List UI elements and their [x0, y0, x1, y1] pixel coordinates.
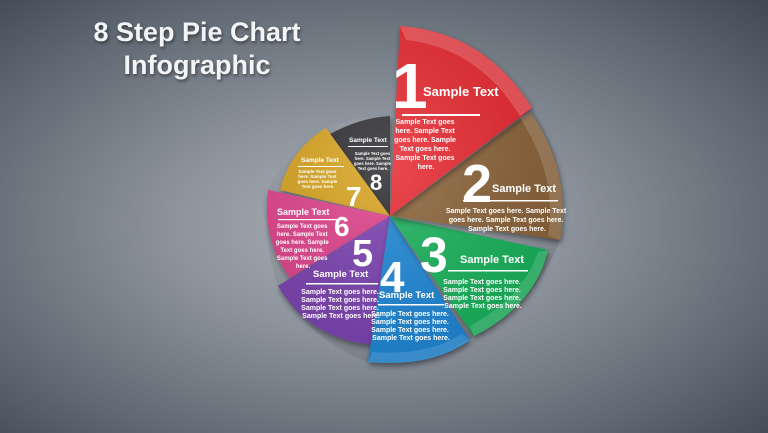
step-2-body-line: Sample Text goes here.: [468, 226, 546, 233]
step-1-body-line: Sample Text goes: [396, 119, 455, 126]
step-2-underline: [463, 200, 558, 202]
step-8-body-line: here. Sample Text: [355, 156, 391, 161]
step-6-number: 6: [334, 211, 350, 242]
step-1-body-line: here. Sample Text: [395, 128, 455, 135]
step-7-heading: Sample Text: [301, 157, 340, 164]
step-8-body-line: Sample Text goes: [355, 151, 391, 156]
step-2-body: Sample Text goes here. Sample Text goes …: [446, 208, 568, 233]
step-3-body-line: Sample Text goes here.: [443, 287, 521, 294]
step-1-body-line: here.: [418, 164, 435, 171]
step-3-underline: [448, 270, 528, 272]
step-5-body-line: Sample Text goes here.: [301, 305, 379, 312]
step-8-number: 8: [370, 170, 382, 195]
step-1-body-line: Sample Text goes: [396, 155, 455, 162]
slice-4-curl: [368, 334, 470, 364]
step-4-underline: [378, 304, 444, 306]
step-1-body: Sample Text goes here. Sample Text goes …: [394, 119, 458, 171]
step-1-body-line: Text goes here.: [400, 146, 451, 153]
slice-3-curl: [470, 250, 548, 336]
step-2-body-line: Sample Text goes here. Sample Text: [446, 208, 567, 215]
step-6-body-line: Sample Text goes: [277, 224, 328, 230]
step-8-body-line: Text goes here.: [358, 166, 388, 171]
step-6-body-line: Sample Text goes: [277, 256, 328, 262]
step-8-heading: Sample Text: [349, 137, 388, 144]
step-7-body-line: Sample Text goes: [298, 169, 336, 174]
title-line-2: Infographic: [123, 50, 271, 80]
slice-2-curl: [520, 112, 563, 240]
step-6-body-line: goes here. Sample: [276, 240, 330, 246]
step-3-heading: Sample Text: [460, 254, 524, 266]
step-4-body-line: Sample Text goes here.: [372, 335, 450, 342]
step-8-body: Sample Text goes here. Sample Text goes …: [354, 151, 392, 171]
step-7-body-line: goes here. Sample: [297, 179, 337, 184]
step-7-underline: [298, 166, 344, 167]
title-line-1: 8 Step Pie Chart: [93, 17, 301, 47]
step-6-body-line: here.: [296, 264, 311, 270]
step-6-underline: [278, 219, 338, 221]
step-8-body-line: goes here. Sample: [354, 161, 392, 166]
step-5-body-line: Sample Text goes here.: [302, 313, 380, 320]
step-8-underline: [348, 146, 388, 147]
step-6-heading: Sample Text: [277, 207, 329, 217]
step-7-body: Sample Text goes here. Sample Text goes …: [297, 169, 338, 189]
step-2-heading: Sample Text: [492, 183, 556, 195]
step-3-body-line: Sample Text goes here.: [443, 295, 521, 302]
step-4-body-line: Sample Text goes here.: [371, 311, 449, 318]
step-4-body-line: Sample Text goes here.: [371, 319, 449, 326]
step-1-heading: Sample Text: [423, 84, 499, 99]
step-1-body-line: goes here. Sample: [394, 137, 456, 144]
step-5-underline: [306, 283, 378, 285]
step-5-body-line: Sample Text goes here.: [301, 297, 379, 304]
step-2-body-line: goes here. Sample Text goes here.: [449, 217, 564, 224]
step-3-body-line: Sample Text goes here.: [444, 303, 522, 310]
step-2-number: 2: [462, 154, 492, 214]
step-7-body-line: here. Sample Text: [298, 174, 337, 179]
step-6-body-line: here. Sample Text: [277, 232, 328, 238]
step-1-number: 1: [392, 50, 428, 122]
step-4-number: 4: [380, 253, 405, 302]
step-4-heading: Sample Text: [379, 290, 435, 301]
step-5-heading: Sample Text: [313, 269, 369, 280]
step-4-body-line: Sample Text goes here.: [371, 327, 449, 334]
step-5-number: 5: [352, 233, 373, 275]
step-7-number: 7: [346, 181, 362, 212]
step-5-body-line: Sample Text goes here.: [301, 289, 379, 296]
step-4-body: Sample Text goes here. Sample Text goes …: [371, 311, 451, 342]
step-6-body-line: Text goes here.: [280, 248, 324, 254]
slice-1-curl: [400, 26, 532, 116]
step-1-underline: [402, 114, 480, 116]
step-7-body-line: Text goes here.: [302, 184, 335, 189]
pie-shine: [266, 26, 563, 363]
step-6-body: Sample Text goes here. Sample Text goes …: [276, 224, 331, 270]
step-3-number: 3: [420, 227, 448, 283]
step-3-body-line: Sample Text goes here.: [443, 279, 521, 286]
step-3-body: Sample Text goes here. Sample Text goes …: [443, 279, 523, 310]
step-5-body: Sample Text goes here. Sample Text goes …: [301, 289, 381, 320]
page-title: 8 Step Pie Chart Infographic: [52, 16, 342, 82]
